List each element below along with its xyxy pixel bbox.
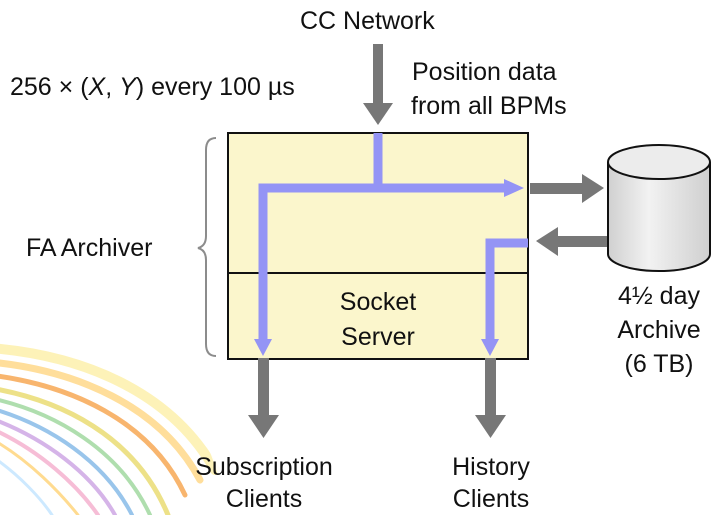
history-output-arrow: [475, 358, 506, 438]
flow-subscription-head: [254, 339, 272, 356]
history-data-flow: [485, 238, 528, 342]
live-data-flow: [258, 133, 506, 342]
archive-label-line1: 4½ day: [617, 282, 700, 310]
history-clients-line1: History: [452, 453, 530, 481]
input-arrow: [363, 44, 393, 125]
cc-network-label: CC Network: [300, 7, 435, 35]
position-data-label-line2: from all BPMs: [411, 92, 567, 120]
socket-server-line1: Socket: [339, 288, 417, 316]
decorative-swirl: [0, 328, 227, 515]
position-data-label-line1: Position data: [412, 58, 557, 86]
subscription-output-arrow: [248, 358, 279, 438]
fa-archiver-label: FA Archiver: [26, 234, 153, 262]
rate-y: Y: [119, 73, 136, 101]
archiver-brace: [197, 137, 217, 357]
rate-x: X: [88, 73, 106, 101]
rate-prefix: 256 × (: [10, 73, 89, 101]
rate-sep: ,: [105, 73, 120, 101]
subscription-clients-line2: Clients: [225, 485, 303, 513]
from-archive-arrow: [536, 227, 607, 256]
to-archive-arrow: [530, 174, 604, 203]
rate-label: 256 × (X, Y) every 100 µs: [10, 72, 295, 102]
flow-to-archive-head: [504, 179, 524, 197]
archive-label-line3: (6 TB): [624, 350, 694, 378]
flow-history-head: [481, 339, 499, 356]
archive-cylinder: [607, 144, 711, 272]
socket-server-line2: Server: [341, 323, 415, 351]
history-clients-line2: Clients: [452, 485, 530, 513]
subscription-clients-line1: Subscription: [195, 453, 333, 481]
rate-suffix: ) every 100 µs: [135, 73, 295, 101]
archive-label-line2: Archive: [617, 316, 701, 344]
